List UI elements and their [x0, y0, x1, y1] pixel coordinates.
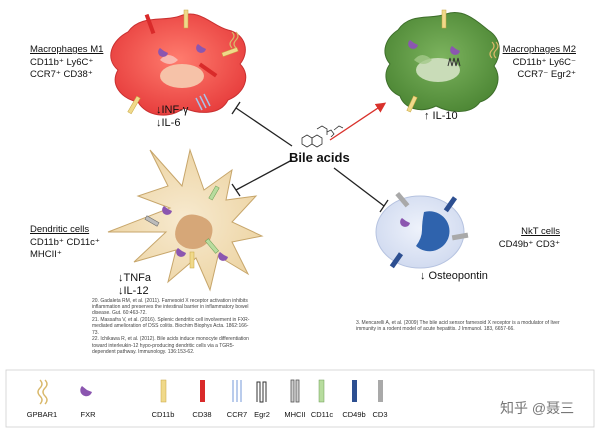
macrophage-m2-markers-line2: CCR7⁻ Egr2⁺ [517, 69, 576, 80]
inhibition-to-nkt [333, 167, 389, 213]
legend-label-ccr7: CCR7 [226, 410, 248, 419]
egr2-receptor [447, 57, 461, 67]
nkt-cell [375, 191, 469, 269]
fxr-receptor-icon [158, 48, 168, 57]
macrophage-m2-title: Macrophages M2 [502, 44, 576, 55]
ccr7-marker-icon [232, 380, 242, 402]
fxr-receptor-icon [218, 252, 228, 261]
macrophage-m2-cell [384, 9, 500, 113]
fxr-receptor-icon [196, 44, 206, 53]
mhcii-marker-icon [290, 379, 300, 403]
mhcii-receptor [144, 215, 160, 227]
cd3-marker-icon [378, 380, 383, 402]
nkt-effects: ↓ Osteopontin [420, 270, 488, 283]
legend-label-cd3: CD3 [372, 410, 388, 419]
cd11b-receptor [183, 9, 189, 29]
cd11c-receptor [208, 185, 220, 201]
macrophage-m1-markers-line1: CD11b⁺ Ly6C⁺ [30, 56, 94, 68]
cd11c-receptor [204, 238, 220, 254]
nkt-title: NkT cells [521, 226, 560, 237]
gpbar1-receptor-icon [229, 31, 239, 49]
cd49b-marker-icon [352, 380, 357, 402]
ccr7-receptor [195, 93, 211, 111]
cd3-receptor [451, 232, 469, 241]
macrophage-m1-vesicle [160, 55, 178, 64]
macrophage-m1-nucleus [160, 64, 204, 88]
cd11b-receptor [406, 95, 418, 113]
macrophage-m1-cell [110, 9, 247, 116]
legend-icons [37, 379, 383, 405]
inhibition-to-m1 [231, 101, 293, 147]
fxr-receptor-icon [408, 40, 418, 49]
cd49b-receptor [443, 196, 458, 213]
dendritic-label: Dendritic cells CD11b⁺ CD11c⁺ MHCII⁺ [30, 224, 100, 262]
inhibition-to-dendritic [231, 159, 293, 197]
macrophage-m2-vesicle [414, 55, 432, 64]
watermark: 知乎 @聂三 [500, 400, 575, 416]
fxr-receptor-icon [80, 386, 92, 397]
dendritic-markers-line2: MHCII⁺ [30, 249, 62, 260]
nkt-membrane [375, 195, 465, 269]
nkt-markers-line1: CD49b⁺ CD3⁺ [498, 238, 560, 250]
macrophage-m1-markers-line2: CCR7⁺ CD38⁺ [30, 69, 93, 80]
reference-entry: 20. Gadaleta RM, et al. (2011). Farnesoi… [92, 298, 249, 317]
macrophage-m2-effects: ↑ IL-10 [424, 110, 458, 123]
gpbar1-receptor-icon [37, 379, 48, 405]
dendritic-effects: ↓TNFa ↓IL-12 [118, 272, 151, 298]
cd11b-receptor [127, 95, 141, 115]
nkt-nucleus [416, 211, 450, 252]
dendritic-markers-line1: CD11b⁺ CD11c⁺ [30, 236, 100, 248]
bile-acid-molecule-icon [301, 125, 344, 148]
legend-label-cd11b: CD11b [151, 410, 175, 419]
cd3-receptor [395, 191, 410, 208]
legend-label-fxr: FXR [80, 410, 96, 419]
references-left: 20. Gadaleta RM, et al. (2011). Farnesoi… [92, 298, 254, 356]
cd11b-marker-icon [160, 379, 167, 403]
dendritic-effect-1: ↓TNFa [118, 272, 151, 284]
macrophage-m2-markers-line1: CD11b⁺ Ly6C⁻ [512, 56, 576, 68]
nkt-label: NkT cells CD49b⁺ CD3⁺ [499, 226, 560, 251]
cd38-receptor [198, 62, 218, 78]
egr2-marker-icon [256, 381, 267, 403]
legend-frame [5, 369, 595, 428]
fxr-receptor-icon [176, 248, 186, 257]
legend-label-cd11c: CD11c [310, 410, 334, 419]
dendritic-title: Dendritic cells [30, 224, 90, 235]
activation-to-m2 [329, 102, 387, 141]
macrophage-m1-effect-2: ↓IL-6 [156, 117, 181, 129]
macrophage-m1-label: Macrophages M1 CD11b⁺ Ly6C⁺ CCR7⁺ CD38⁺ [30, 44, 103, 82]
cd11b-receptor [189, 251, 195, 269]
fxr-receptor-icon [162, 206, 172, 215]
reference-entry: 3. Mencarelli A, et al. (2009) The bile … [356, 320, 560, 333]
fxr-receptor-icon [400, 218, 410, 227]
macrophage-m2-effect-1: ↑ IL-10 [424, 110, 458, 122]
reference-entry: 21. Massafra V, et al. (2016). Splenic d… [92, 317, 250, 336]
dendritic-cell [107, 148, 264, 292]
fxr-receptor-icon [450, 46, 460, 55]
legend-label-gpbar1: GPBAR1 [26, 410, 58, 419]
dendritic-nucleus [175, 214, 213, 249]
macrophage-m1-effects: ↓INF-γ ↓IL-6 [156, 104, 188, 130]
legend-label-egr2: Egr2 [254, 410, 270, 419]
gpbar1-receptor-icon [489, 41, 499, 59]
macrophage-m2-label: Macrophages M2 CD11b⁺ Ly6C⁻ CCR7⁻ Egr2⁺ [503, 44, 576, 82]
bile-acids-label: Bile acids [289, 150, 350, 165]
cd11b-receptor [441, 9, 447, 29]
cd11c-marker-icon [318, 379, 325, 403]
legend-label-mhcii: MHCII [284, 410, 306, 419]
legend-label-cd49b: CD49b [342, 410, 366, 419]
macrophage-m1-title: Macrophages M1 [30, 44, 104, 55]
cd38-marker-icon [200, 380, 205, 402]
cd49b-receptor [389, 252, 404, 269]
cd38-receptor [144, 13, 156, 35]
macrophage-m1-effect-1: ↓INF-γ [156, 104, 189, 116]
dendritic-effect-2: ↓IL-12 [118, 285, 149, 297]
legend-label-cd38: CD38 [192, 410, 212, 419]
cd11b-receptor [221, 47, 239, 57]
nkt-effect-1: ↓ Osteopontin [420, 270, 488, 282]
references-right: 3. Mencarelli A, et al. (2009) The bile … [356, 320, 568, 333]
reference-entry: 22. Ichikawa R, et al. (2012). Bile acid… [92, 336, 249, 355]
